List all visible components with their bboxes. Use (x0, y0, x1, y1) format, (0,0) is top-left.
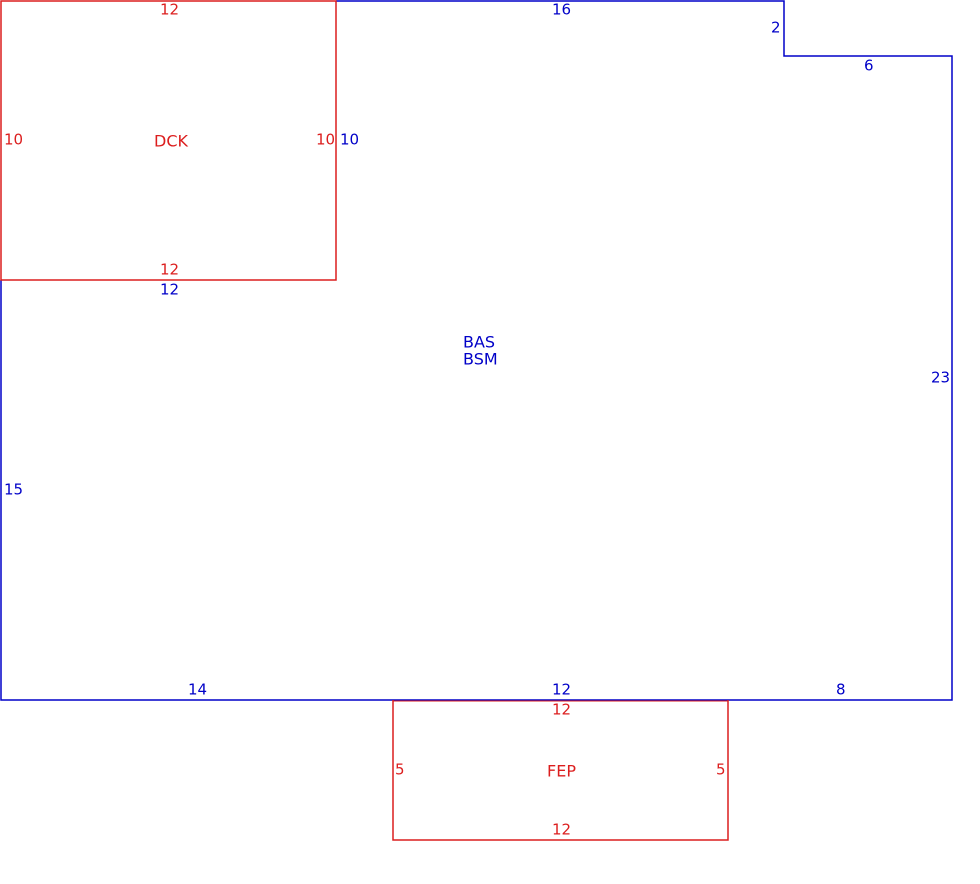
dck-top-dimension: 12 (160, 1, 179, 19)
bas-notch-run-dimension: 6 (864, 57, 874, 75)
bas-notch-drop-dimension: 2 (771, 19, 781, 37)
fep-left-dimension: 5 (395, 761, 405, 779)
fep-outline (392, 700, 729, 841)
bas-outline (0, 0, 953, 701)
fep-area-label: FEP (547, 762, 576, 781)
bas-left-dimension: 15 (4, 481, 23, 499)
fep-top-dimension: 12 (552, 701, 571, 719)
bas-bottom-left-dimension: 14 (188, 681, 207, 699)
dck-outline (0, 0, 337, 281)
dck-area-label: DCK (154, 132, 188, 151)
dck-right-dimension: 10 (316, 131, 335, 149)
bas-beside-deck-dimension: 10 (340, 131, 359, 149)
bas-area-label: BAS (463, 333, 495, 352)
bas-bottom-mid-dimension: 12 (552, 681, 571, 699)
bas-top-dimension: 16 (552, 1, 571, 19)
bas-bottom-right-dimension: 8 (836, 681, 846, 699)
dck-left-dimension: 10 (4, 131, 23, 149)
bsm-area-label: BSM (463, 350, 498, 369)
dck-bottom-dimension: 12 (160, 261, 179, 279)
bas-right-dimension: 23 (931, 369, 950, 387)
fep-right-dimension: 5 (716, 761, 726, 779)
fep-bottom-dimension: 12 (552, 821, 571, 839)
bas-under-deck-dimension: 12 (160, 281, 179, 299)
